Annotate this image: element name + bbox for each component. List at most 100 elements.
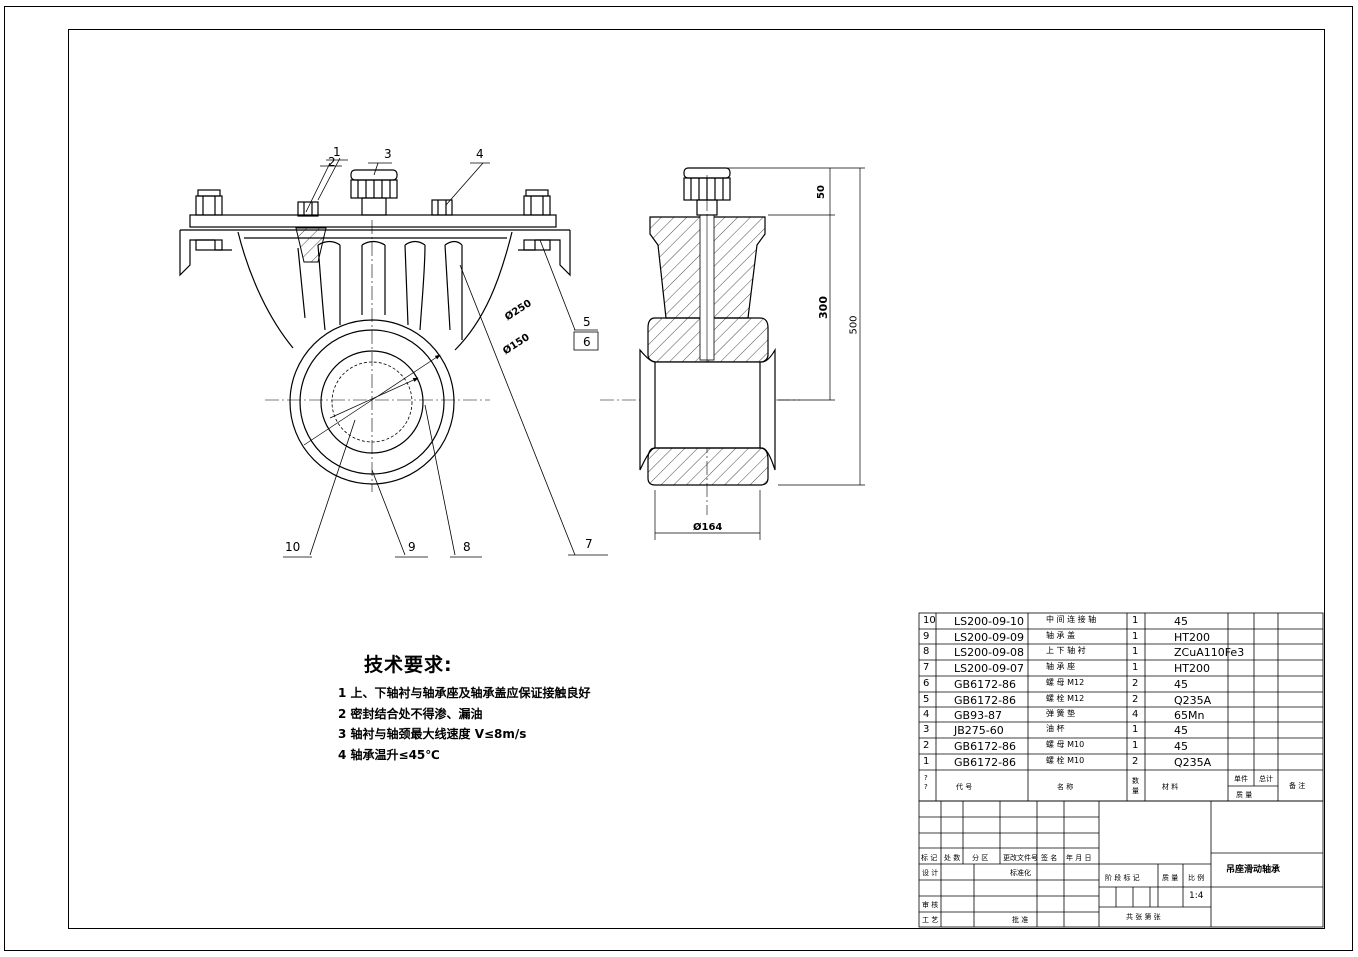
bom-cell-name: 螺 栓 M12	[1046, 694, 1085, 703]
bom-header-material: 材 料	[1162, 783, 1179, 791]
bom-cell-no: 7	[923, 662, 930, 673]
bom-cell-qty: 1	[1132, 615, 1139, 626]
tb-scale-label: 比 例	[1188, 874, 1205, 882]
bom-cell-no: 1	[923, 756, 930, 767]
bom-cell-qty: 4	[1132, 709, 1139, 720]
tb-standard: 标准化	[1010, 869, 1031, 877]
front-view	[179, 157, 608, 558]
tb-count: 处 数	[944, 854, 961, 862]
bom-cell-qty: 2	[1132, 756, 1139, 767]
bom-cell-code: GB6172-86	[954, 756, 1017, 769]
bom-header-code: 代 号	[956, 783, 973, 791]
bom-table-lines	[918, 612, 1324, 802]
bom-header-weight: 质 量	[1236, 791, 1253, 799]
outer-border	[4, 6, 1353, 951]
bom-cell-qty: 2	[1132, 678, 1139, 689]
tb-sheets: 共 张 第 张	[1126, 913, 1161, 921]
bom-cell-name: 螺 母 M10	[1046, 740, 1085, 749]
tb-date: 年 月 日	[1066, 854, 1092, 862]
bom-cell-name: 螺 母 M12	[1046, 678, 1085, 687]
bom-cell-code: GB6172-86	[954, 694, 1017, 707]
bom-cell-qty: 2	[1132, 694, 1139, 705]
tb-zone: 分 区	[972, 854, 989, 862]
bom-cell-qty: 1	[1132, 724, 1139, 735]
bom-cell-no: 2	[923, 740, 930, 751]
tb-mass: 质 量	[1162, 874, 1179, 882]
balloon-2: 2	[328, 155, 336, 169]
dim-h500: 500	[848, 315, 860, 335]
bom-cell-code: GB6172-86	[954, 678, 1017, 691]
tb-design: 设 计	[922, 869, 939, 877]
tb-sign: 签 名	[1041, 854, 1058, 862]
bom-cell-name: 油 杯	[1046, 724, 1065, 733]
bom-header-total-weight: 总计	[1259, 775, 1273, 783]
bom-cell-no: 6	[923, 678, 930, 689]
dim-d164: Ø164	[693, 522, 723, 533]
bom-cell-qty: 1	[1132, 662, 1139, 673]
bom-cell-no: 9	[923, 631, 930, 642]
tech-item-1: 1 上、下轴衬与轴承座及轴承盖应保证接触良好	[338, 686, 591, 700]
balloon-10: 10	[285, 540, 301, 554]
bom-cell-material: ZCuA110Fe3	[1174, 646, 1245, 659]
tb-approve: 批 准	[1012, 916, 1029, 924]
bom-cell-code: LS200-09-07	[954, 662, 1025, 675]
oil-cup	[350, 169, 398, 216]
bom-cell-material: 65Mn	[1174, 709, 1205, 722]
dim-h300: 300	[816, 296, 830, 319]
technical-requirements: 技术要求: 1 上、下轴衬与轴承座及轴承盖应保证接触良好 2 密封结合处不得渗、…	[338, 650, 591, 765]
titleblock-lines	[918, 800, 1324, 928]
bom-cell-name: 弹 簧 垫	[1046, 709, 1076, 718]
bom-cell-material: 45	[1174, 678, 1188, 691]
bom-cell-code: LS200-09-08	[954, 646, 1025, 659]
bom-cell-no: 4	[923, 709, 930, 720]
bom-cell-code: LS200-09-10	[954, 615, 1025, 628]
bom-cell-material: Q235A	[1174, 756, 1212, 769]
bom-cell-name: 轴 承 座	[1046, 662, 1076, 671]
balloon-3: 3	[384, 147, 392, 161]
tb-process: 工 艺	[922, 916, 939, 924]
bom-cell-material: HT200	[1174, 662, 1210, 675]
bom-cell-qty: 1	[1132, 631, 1139, 642]
washer-bolt	[431, 199, 453, 216]
bolt-left	[195, 189, 223, 251]
balloon-7: 7	[585, 537, 593, 551]
bom-cell-no: 3	[923, 724, 930, 735]
bom-cell-material: HT200	[1174, 631, 1210, 644]
tb-mark: 标 记	[921, 854, 938, 862]
dim-h50: 50	[815, 185, 827, 199]
balloon-4: 4	[476, 147, 484, 161]
bom-header-no: ? ?	[924, 774, 928, 791]
bolt-right	[523, 189, 551, 251]
bom-cell-code: GB6172-86	[954, 740, 1017, 753]
balloon-9: 9	[408, 540, 416, 554]
bom-header-unit-weight: 单件	[1234, 775, 1248, 783]
bom-cell-name: 轴 承 盖	[1046, 631, 1076, 640]
tech-item-4: 4 轴承温升≤45℃	[338, 747, 440, 762]
bom-header-qty: 数 量	[1132, 777, 1139, 795]
balloon-1: 1	[333, 145, 341, 159]
bom-cell-code: JB275-60	[954, 724, 1004, 737]
balloon-8: 8	[463, 540, 471, 554]
bom-header-remark: 备 注	[1289, 782, 1306, 790]
tech-title: 技术要求:	[364, 654, 453, 676]
drawing-frame	[68, 29, 1325, 929]
tb-scale: 1:4	[1189, 891, 1204, 901]
side-view	[600, 167, 865, 540]
balloon-5: 5	[583, 315, 591, 329]
bom-cell-material: 45	[1174, 740, 1188, 753]
bom-cell-material: Q235A	[1174, 694, 1212, 707]
tech-item-2: 2 密封结合处不得渗、漏油	[338, 706, 483, 721]
bom-cell-qty: 1	[1132, 740, 1139, 751]
bom-cell-no: 8	[923, 646, 930, 657]
bom-header-name: 名 称	[1057, 783, 1074, 791]
tb-change-doc: 更改文件号	[1003, 854, 1038, 862]
bom-cell-no: 10	[923, 615, 936, 626]
bom-cell-qty: 1	[1132, 646, 1139, 657]
bom-cell-no: 5	[923, 694, 930, 705]
bom-cell-code: LS200-09-09	[954, 631, 1025, 644]
tb-drawing-name: 吊座滑动轴承	[1226, 865, 1281, 875]
bolt-m10	[297, 201, 319, 217]
bom-cell-code: GB93-87	[954, 709, 1003, 722]
tech-item-3: 3 轴衬与轴颈最大线速度 V≤8m/s	[338, 727, 527, 741]
